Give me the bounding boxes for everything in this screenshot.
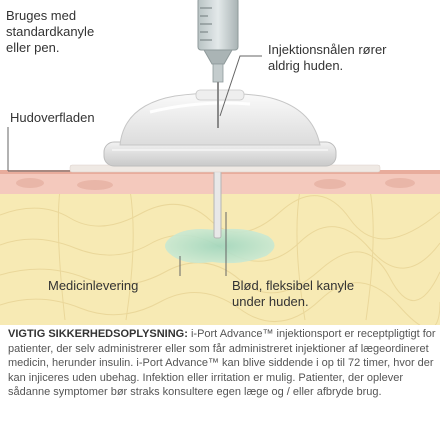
port-dome	[119, 92, 321, 146]
port-base	[103, 141, 337, 167]
soft-cannula	[213, 169, 222, 239]
safety-information: VIGTIG SIKKERHEDSOPLYSNING: i-Port Advan…	[8, 327, 436, 400]
label-medication-delivery: Medicinlevering	[48, 278, 139, 293]
injection-port-diagram	[0, 0, 440, 325]
label-skin-surface: Hudoverfladen	[10, 110, 95, 125]
safety-body: i-Port Advance™ injektionsport er recept…	[8, 328, 436, 399]
syringe	[197, 0, 239, 83]
leader-needle	[219, 55, 262, 117]
safety-heading: VIGTIG SIKKERHEDSOPLYSNING:	[8, 328, 188, 340]
medication-deposit	[165, 228, 275, 264]
label-soft-cannula: Blød, fleksibel kanyle under huden.	[232, 278, 355, 309]
label-needle-never-touches: Injektionsnålen rører aldrig huden.	[268, 42, 387, 73]
label-standard-needle: Bruges med standardkanyle eller pen.	[6, 8, 95, 55]
